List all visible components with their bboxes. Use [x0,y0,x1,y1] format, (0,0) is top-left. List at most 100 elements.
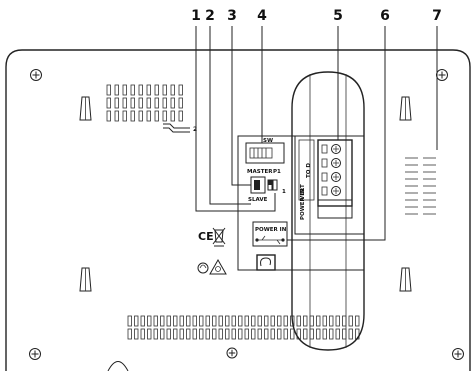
vent-slot [160,315,165,327]
vent-slot [238,315,243,327]
vent-slot [270,315,275,327]
terminal-screw [331,186,341,196]
screw-top-left [30,69,42,81]
dip-switch-module: SW [245,138,285,164]
vent-slot [154,84,159,96]
callout-number-4: 4 [257,8,267,24]
callout-number-5: 5 [333,8,343,24]
slave-label: SLAVE [248,197,268,203]
vent-slot [170,110,175,122]
vent-slot [147,328,152,340]
brand-logo [256,254,276,271]
vent-slot [153,328,158,340]
power-in-label: POWER IN [255,227,287,233]
vent-slot [134,315,139,327]
vent-slots-top [106,84,183,122]
sw-label: SW [263,138,273,144]
vent-slot [140,315,145,327]
certification-mark-triangle [209,258,227,275]
vent-slot [355,315,360,327]
p1-label: P1 [273,169,281,175]
vent-slot [199,315,204,327]
vent-slot [309,315,314,327]
callout-number-6: 6 [380,8,390,24]
callout-number-2: 2 [205,8,215,24]
vent-slot [212,315,217,327]
vent-slot [303,328,308,340]
vent-slot [251,328,256,340]
vent-slot [178,97,183,109]
vent-slot [127,315,132,327]
vent-slot [192,328,197,340]
vent-slot [277,315,282,327]
vent-slot [257,328,262,340]
screw-top-right [436,69,448,81]
mounting-hook-top-left [79,96,92,121]
vent-slot [322,328,327,340]
vent-slot [264,315,269,327]
vent-slot [329,328,334,340]
terminal-screw-slot [333,188,339,194]
vent-slot [160,328,165,340]
vent-slot [212,328,217,340]
vent-slot [138,84,143,96]
vent-slot [205,328,210,340]
screw-bottom-right [452,348,464,360]
power-in-connector: POWER IN [252,221,288,247]
vent-slot [166,315,171,327]
screw-bottom-center [226,347,238,359]
vent-slots-bottom [127,315,360,340]
vent-slot [170,97,175,109]
vent-slot [303,315,308,327]
vent-slot [218,328,223,340]
vent-slot [147,315,152,327]
vent-slot [283,328,288,340]
callout-number-3: 3 [227,8,237,24]
vent-slot [231,315,236,327]
vent-slot [114,110,119,122]
terminal-screw [331,144,341,154]
vent-slot [238,328,243,340]
vent-slot [309,328,314,340]
terminal-slot [321,158,328,168]
to-d-label: TO D [306,163,312,178]
vent-slot [106,110,111,122]
mounting-hook-bottom-right [399,267,412,292]
central-housing [291,71,365,351]
vent-slot [146,97,151,109]
vent-slot [138,110,143,122]
vent-slot [122,97,127,109]
vent-slot [179,315,184,327]
certification-mark-left [197,262,209,274]
vent-slot [231,328,236,340]
vent-slot [316,328,321,340]
power-in-vertical-label: POWER IN [300,188,306,220]
vent-slot [205,315,210,327]
vent-slot [186,328,191,340]
vent-slot [348,315,353,327]
vent-slot [296,315,301,327]
callout-number-1: 1 [191,8,201,24]
vent-slot [342,315,347,327]
master-slave-switch: SLAVE [248,176,268,203]
master-label: MASTER [247,169,273,175]
speaker-grille [405,157,436,215]
mounting-hook-bottom-left [79,267,92,292]
vent-slot [277,328,282,340]
terminal-slot [321,186,328,196]
ce-mark: CE [198,230,214,243]
terminal-slot [321,144,328,154]
vent-slot [251,315,256,327]
bottom-arc [107,361,129,371]
vent-slot [218,315,223,327]
vent-slot [178,110,183,122]
vent-slot [127,328,132,340]
mounting-hook-top-right [399,96,412,121]
vent-slot [166,328,171,340]
vert-label: VERT [300,184,306,200]
vent-slot [138,97,143,109]
vent-slot [225,315,230,327]
vent-slot [130,84,135,96]
vent-slot [170,84,175,96]
